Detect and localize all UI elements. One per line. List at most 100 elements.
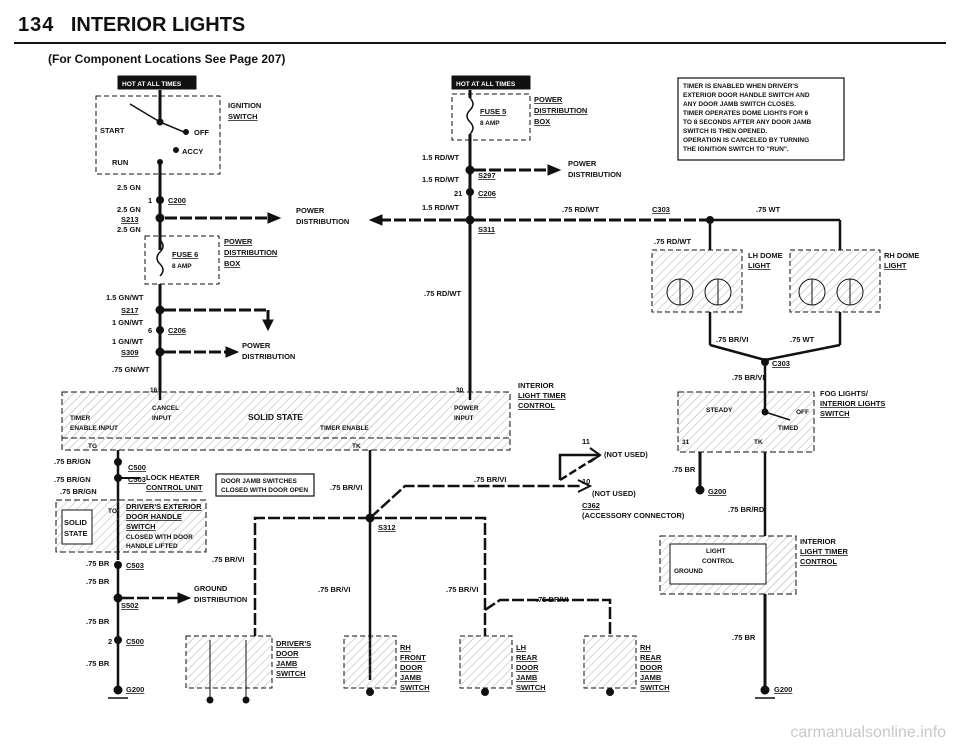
fuse5-label: FUSE 5 (480, 107, 506, 116)
timer-note-8: THE IGNITION SWITCH TO "RUN". (683, 146, 789, 153)
timer-enable-label: TIMER ENABLE (320, 425, 369, 432)
ignition-switch-label-2: SWITCH (228, 112, 258, 121)
ext-handle-1: DRIVER'S EXTERIOR (126, 502, 202, 511)
pd-mid-1: POWER (242, 341, 271, 350)
c303-label-b: C303 (772, 359, 790, 368)
pin-16: 16 (150, 387, 158, 394)
rhr-3: DOOR (640, 663, 663, 672)
c503-connector-a (114, 474, 122, 482)
rhf-5: SWITCH (400, 683, 430, 692)
not-used-a: (NOT USED) (604, 450, 648, 459)
wire-75rdwt-c: .75 RD/WT (424, 289, 462, 298)
s312-label: S312 (378, 523, 396, 532)
wire-75brvi-g: .75 BR/VI (446, 585, 479, 594)
fuse6-label: FUSE 6 (172, 250, 198, 259)
c206-label-a: C206 (168, 326, 186, 335)
pdb-r-3: BOX (534, 117, 550, 126)
drv-jamb-3: JAMB (276, 659, 298, 668)
page-number: 134 (18, 14, 55, 36)
rh-dome-label-1: RH DOME (884, 251, 919, 260)
timer-note-1: TIMER IS ENABLED WHEN DRIVER'S (683, 83, 799, 90)
fog-3: SWITCH (820, 409, 850, 418)
interior-light-timer-control (61, 391, 511, 451)
rh-front-door-jamb-switch (343, 635, 397, 689)
g200-ground-b (695, 485, 705, 495)
c200-pin: 1 (148, 196, 152, 205)
c303-label: C303 (652, 205, 670, 214)
fog-off: OFF (796, 409, 809, 416)
ctrl-control: CONTROL (702, 558, 734, 565)
rhr-5: SWITCH (640, 683, 670, 692)
page-title: INTERIOR LIGHTS (70, 14, 246, 36)
to-pin: TO (108, 508, 117, 515)
g200-ground-a (113, 685, 123, 695)
ictrl-2: LIGHT TIMER (800, 547, 848, 556)
rh-rear-door-jamb-switch (583, 635, 637, 689)
wire-15rdwt-b: 1.5 RD/WT (422, 175, 460, 184)
timer-enable-input-2: ENABLE INPUT (70, 425, 118, 432)
c500-label-b: C500 (126, 637, 144, 646)
rh-dome-light (789, 249, 881, 313)
ext-handle-5: HANDLE LIFTED (126, 543, 178, 550)
lhr-4: JAMB (516, 673, 538, 682)
ground-dist-2: DISTRIBUTION (194, 595, 247, 604)
hot-at-all-times-badge-right (451, 75, 531, 90)
c200-connector (156, 196, 164, 204)
wire-15rdwt-c: 1.5 RD/WT (422, 203, 460, 212)
timer-note-3: ANY DOOR JAMB SWITCH CLOSES. (683, 101, 796, 108)
wire-25gn-c: 2.5 GN (117, 225, 141, 234)
wire-75br-a: .75 BR (86, 559, 110, 568)
s309-splice (155, 347, 165, 357)
fuse6-amp: 8 AMP (172, 263, 192, 270)
power-input-2: INPUT (454, 415, 474, 422)
header-rule (14, 42, 946, 44)
accessory-connector: (ACCESSORY CONNECTOR) (582, 511, 685, 520)
hot-label-left: HOT AT ALL TIMES (122, 81, 182, 88)
wire-75rdwt-a: .75 RD/WT (562, 205, 600, 214)
rhr-1: RH (640, 643, 651, 652)
wire-75br-e: .75 BR (672, 465, 696, 474)
rhr-2: REAR (640, 653, 662, 662)
power-input-1: POWER (454, 405, 479, 412)
pin-30: 30 (456, 387, 464, 394)
wire-75br-d: .75 BR (86, 659, 110, 668)
fuse5-amp: 8 AMP (480, 120, 500, 127)
wire-75brvi-b: .75 BR/VI (732, 373, 765, 382)
c206-pin-b: 21 (454, 189, 462, 198)
fog-timed: TIMED (778, 425, 799, 432)
pdb-r-2: DISTRIBUTION (534, 106, 587, 115)
s297-splice (465, 165, 475, 175)
timer-module-3: CONTROL (518, 401, 555, 410)
rhf-2: FRONT (400, 653, 426, 662)
ext-handle-2: DOOR HANDLE (126, 512, 182, 521)
pd-r-2: DISTRIBUTION (568, 170, 621, 179)
timer-note-box (677, 77, 845, 161)
wire-75brvi-c: .75 BR/VI (474, 475, 507, 484)
s217-label: S217 (121, 306, 139, 315)
jamb-switch-note-box (215, 473, 315, 497)
solid-left-1: SOLID (64, 518, 88, 527)
ign-off: OFF (194, 128, 209, 137)
pd-left-2: DISTRIBUTION (296, 217, 349, 226)
wire-75brgn-a: .75 BR/GN (54, 457, 91, 466)
g200-label-c: G200 (774, 685, 792, 694)
lh-dome-label-2: LIGHT (748, 261, 771, 270)
fog-2: INTERIOR LIGHTS (820, 399, 885, 408)
pd-mid-2: DISTRIBUTION (242, 352, 295, 361)
drv-jamb-1: DRIVER'S (276, 639, 311, 648)
rhf-1: RH (400, 643, 411, 652)
c500-connector-b (114, 636, 122, 644)
s213-label: S213 (121, 215, 139, 224)
lhr-3: DOOR (516, 663, 539, 672)
timer-note-5: TO 8 SECONDS AFTER ANY DOOR JAMB (683, 119, 812, 126)
timer-module-2: LIGHT TIMER (518, 391, 566, 400)
timer-note-6: SWITCH IS THEN OPENED. (683, 128, 767, 135)
pd-r-1: POWER (568, 159, 597, 168)
c500-label-a: C500 (128, 463, 146, 472)
ground-dist-1: GROUND (194, 584, 228, 593)
ext-handle-3: SWITCH (126, 522, 156, 531)
lh-dome-light (651, 249, 743, 313)
pd-left-1: POWER (296, 206, 325, 215)
page-header: 134 INTERIOR LIGHTS (18, 14, 942, 37)
not-used-b: (NOT USED) (592, 489, 636, 498)
